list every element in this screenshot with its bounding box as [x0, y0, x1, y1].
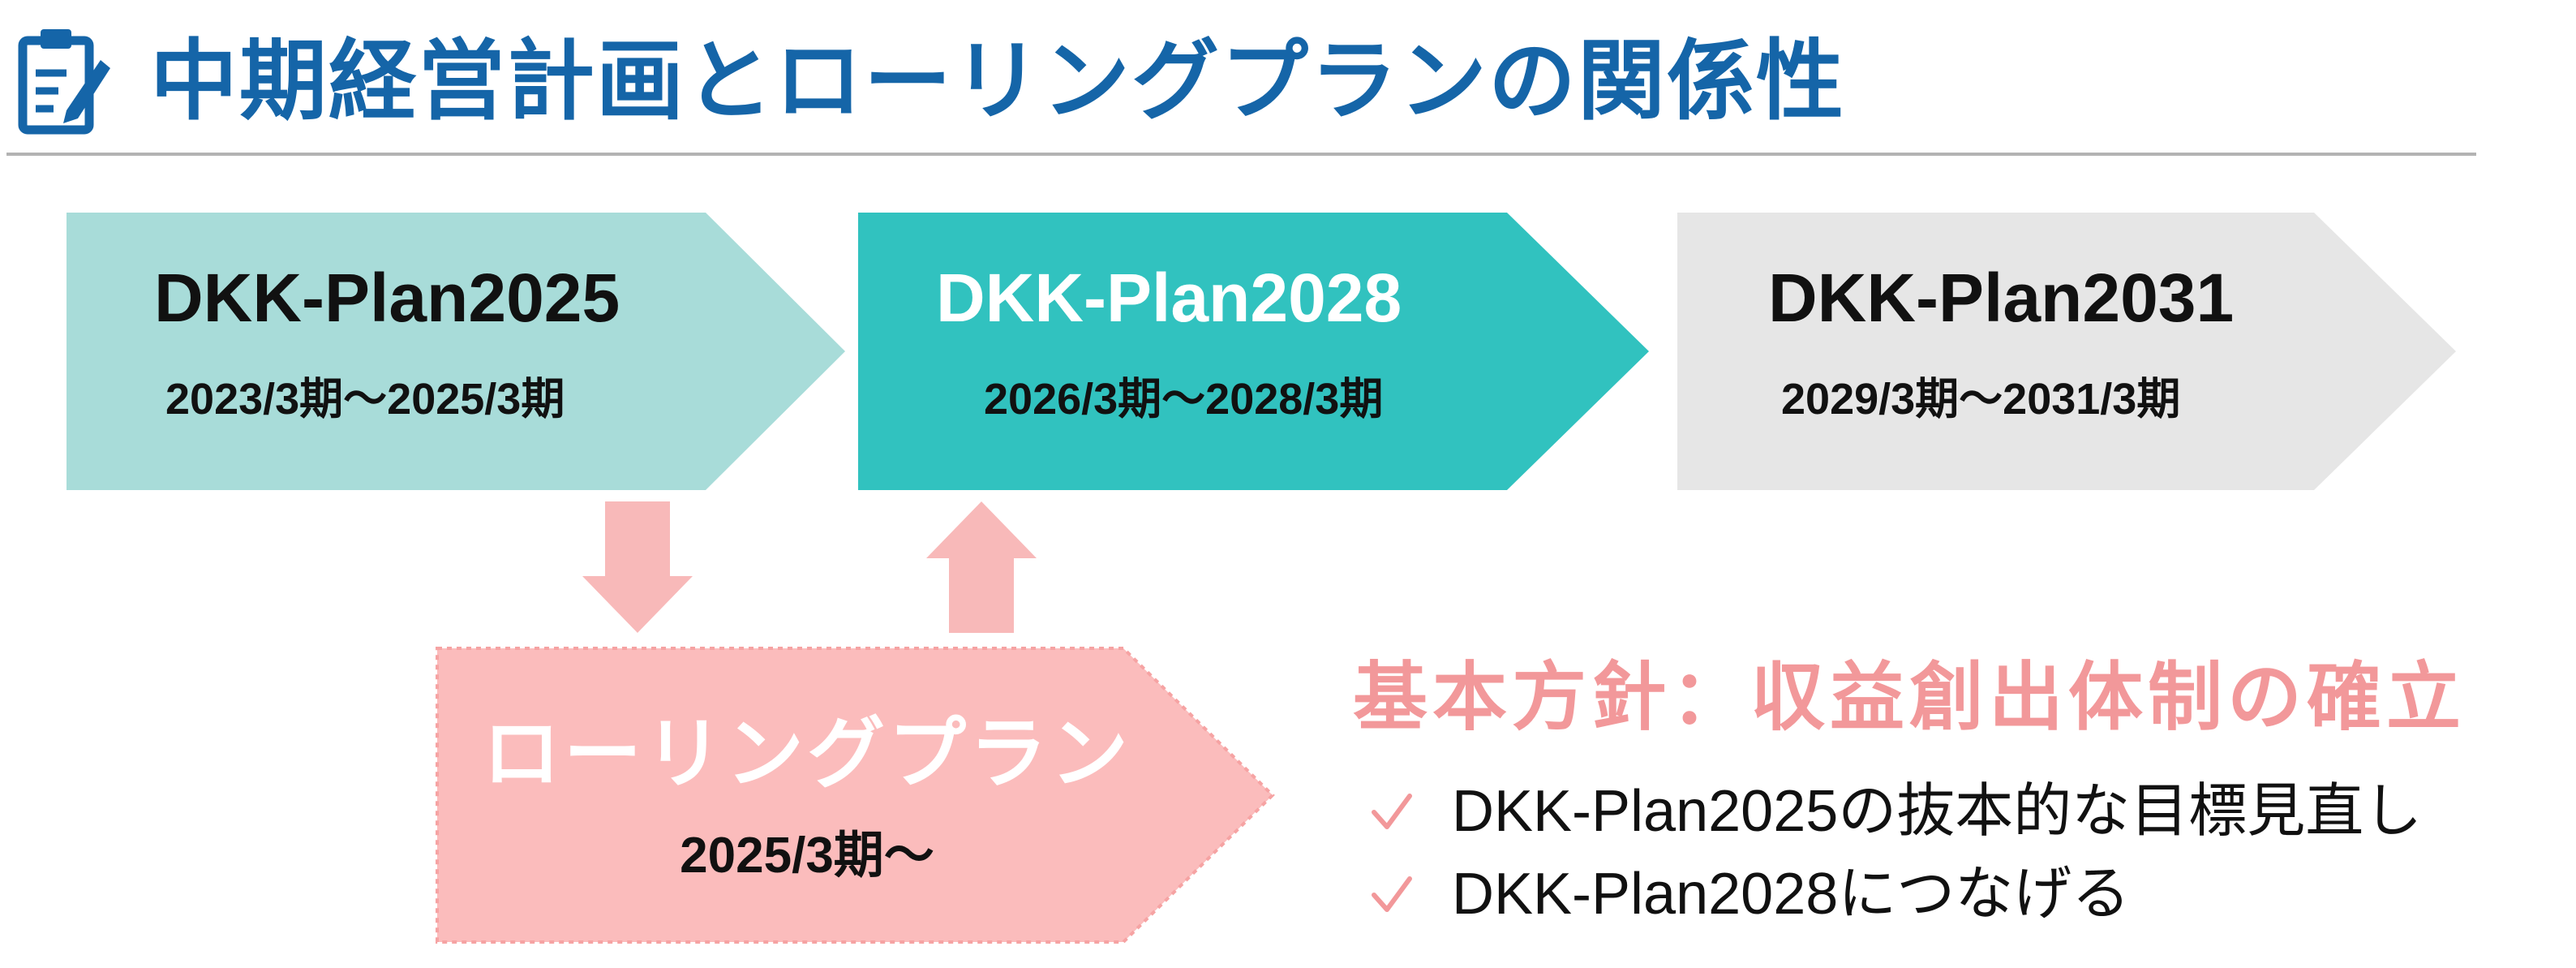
plan-chevron-2025: DKK-Plan2025 2023/3期～2025/3期 — [67, 213, 845, 490]
policy-heading: 基本方針：収益創出体制の確立 — [1353, 656, 2467, 739]
arrow-down-icon — [582, 501, 693, 633]
plan-name: DKK-Plan2031 — [1768, 260, 2235, 336]
plan-name: DKK-Plan2025 — [154, 260, 620, 336]
plan-chevron-2025-shape — [67, 213, 845, 490]
check-mark-icon — [1371, 793, 1413, 832]
rolling-plan-chevron: ローリングプラン 2025/3期～ — [434, 645, 1277, 945]
rolling-plan-title: ローリングプラン — [483, 711, 1131, 798]
plan-chevron-2028: DKK-Plan2028 2026/3期～2028/3期 — [858, 213, 1649, 490]
clipboard-pencil-icon — [16, 23, 114, 136]
rolling-plan-shape — [436, 647, 1275, 944]
plan-chevron-2028-shape — [858, 213, 1649, 490]
plan-period: 2026/3期～2028/3期 — [984, 375, 1384, 424]
plan-period: 2023/3期～2025/3期 — [165, 375, 565, 424]
policy-item-text: DKK-Plan2028につなげる — [1452, 862, 2131, 927]
arrow-up-icon — [926, 501, 1037, 633]
plan-chevron-2031: DKK-Plan2031 2029/3期～2031/3期 — [1677, 213, 2456, 490]
plan-name: DKK-Plan2028 — [936, 260, 1402, 336]
page-title: 中期経営計画とローリングプランの関係性 — [150, 32, 1846, 130]
title-divider — [6, 153, 2476, 156]
plan-chevron-2031-shape — [1677, 213, 2456, 490]
rolling-plan-period: 2025/3期～ — [680, 828, 934, 884]
plan-period: 2029/3期～2031/3期 — [1781, 375, 2181, 424]
policy-item-text: DKK-Plan2025の抜本的な目標見直し — [1452, 779, 2423, 844]
check-mark-icon — [1371, 876, 1413, 914]
